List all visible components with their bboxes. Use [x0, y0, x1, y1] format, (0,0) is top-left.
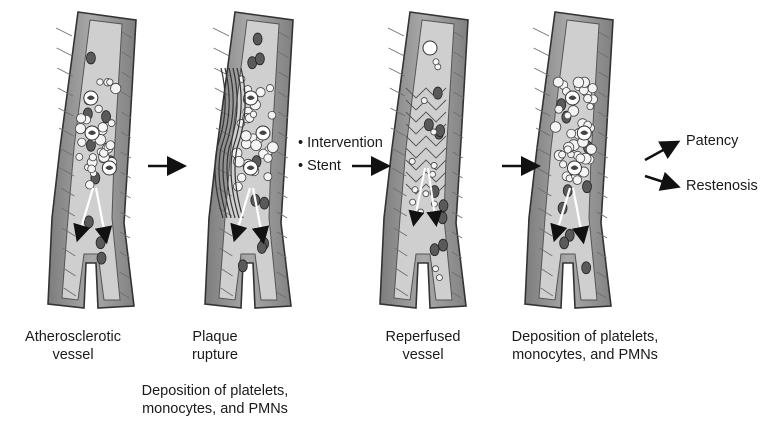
platelet — [587, 103, 594, 110]
red-blood-cell — [84, 216, 93, 228]
label-line: Deposition of platelets, — [120, 382, 310, 400]
wall-texture — [56, 28, 72, 36]
platelet — [559, 151, 566, 158]
wall-texture — [533, 28, 549, 36]
platelet — [76, 114, 85, 123]
label-line: Deposition of platelets, — [490, 328, 680, 346]
red-blood-cell — [560, 237, 569, 249]
red-blood-cell — [97, 252, 106, 264]
platelet — [564, 146, 571, 153]
platelet — [95, 105, 102, 112]
reperfused-vessel-illustration — [380, 12, 468, 308]
label-reperfused-vessel: Reperfused vessel — [373, 328, 473, 364]
platelet — [421, 98, 427, 104]
outcome-patency: Patency — [686, 132, 738, 150]
platelet — [410, 199, 416, 205]
platelet — [584, 94, 592, 102]
platelet — [251, 140, 262, 151]
wall-texture — [57, 48, 73, 56]
wall-texture — [213, 28, 229, 36]
label-line: vessel — [373, 346, 473, 364]
label-plaque-rupture: Plaque rupture — [165, 328, 265, 364]
platelet — [431, 129, 437, 135]
platelet — [106, 141, 115, 150]
red-blood-cell — [260, 197, 269, 209]
label-plaque-deposition: Deposition of platelets, monocytes, and … — [120, 382, 310, 418]
red-blood-cell — [238, 260, 247, 272]
platelet — [86, 181, 94, 189]
label-line: Plaque — [165, 328, 265, 346]
plaque-rupture-vessel-illustration — [205, 12, 293, 308]
wall-texture — [388, 28, 404, 36]
platelet — [550, 122, 561, 133]
red-blood-cell — [255, 53, 264, 65]
red-blood-cell — [257, 241, 266, 253]
platelet — [412, 187, 418, 193]
label-line: Reperfused — [373, 328, 473, 346]
label-line: monocytes, and PMNs — [120, 400, 310, 418]
label-deposition: Deposition of platelets, monocytes, and … — [490, 328, 680, 364]
platelet — [241, 131, 251, 141]
arrow-to-restenosis — [645, 176, 676, 186]
platelet — [267, 142, 278, 153]
monocyte — [423, 41, 437, 55]
platelet — [573, 77, 584, 88]
platelet — [555, 105, 563, 113]
label-line: rupture — [165, 346, 265, 364]
platelet — [553, 77, 563, 87]
red-blood-cell — [439, 200, 448, 212]
platelet — [89, 154, 96, 161]
red-blood-cell — [86, 52, 95, 64]
red-blood-cell — [439, 239, 448, 251]
platelet — [108, 120, 115, 127]
platelet — [418, 209, 424, 215]
platelet — [431, 162, 437, 168]
platelet — [268, 111, 276, 119]
platelet — [250, 111, 256, 117]
platelet — [567, 129, 576, 138]
platelet — [233, 182, 242, 191]
wall-texture — [534, 48, 550, 56]
platelet — [111, 83, 121, 93]
red-blood-cell — [430, 244, 439, 256]
label-line: Atherosclerotic — [8, 328, 138, 346]
atherosclerotic-vessel-illustration — [48, 12, 136, 308]
label-atherosclerotic-vessel: Atherosclerotic vessel — [8, 328, 138, 364]
platelet — [430, 171, 436, 177]
platelet — [409, 158, 415, 164]
platelet — [433, 266, 439, 272]
outcome-restenosis: Restenosis — [686, 177, 758, 195]
platelet — [266, 85, 273, 92]
platelet — [564, 112, 571, 119]
platelet — [573, 176, 582, 185]
red-blood-cell — [96, 237, 105, 249]
red-blood-cell — [438, 212, 447, 224]
wall-texture — [389, 48, 405, 56]
red-blood-cell — [582, 262, 591, 274]
platelet — [88, 165, 96, 173]
platelet — [76, 153, 83, 160]
arrow-to-patency — [645, 143, 676, 160]
platelet — [264, 173, 272, 181]
platelet-deposition-vessel-illustration — [525, 12, 613, 308]
platelet — [264, 154, 272, 162]
intervention-item: • Intervention — [298, 134, 383, 152]
stent-item: • Stent — [298, 157, 341, 175]
platelet — [588, 84, 597, 93]
platelet — [78, 138, 86, 146]
platelet — [433, 59, 439, 65]
red-blood-cell — [582, 181, 591, 193]
label-line: vessel — [8, 346, 138, 364]
platelet — [423, 191, 429, 197]
platelet — [75, 124, 85, 134]
platelet — [98, 123, 108, 133]
red-blood-cell — [253, 33, 262, 45]
platelet — [97, 79, 103, 85]
platelet — [237, 173, 245, 181]
platelet — [436, 275, 442, 281]
label-line: monocytes, and PMNs — [490, 346, 680, 364]
wall-texture — [214, 48, 230, 56]
platelet — [560, 161, 567, 168]
platelet — [586, 144, 596, 154]
